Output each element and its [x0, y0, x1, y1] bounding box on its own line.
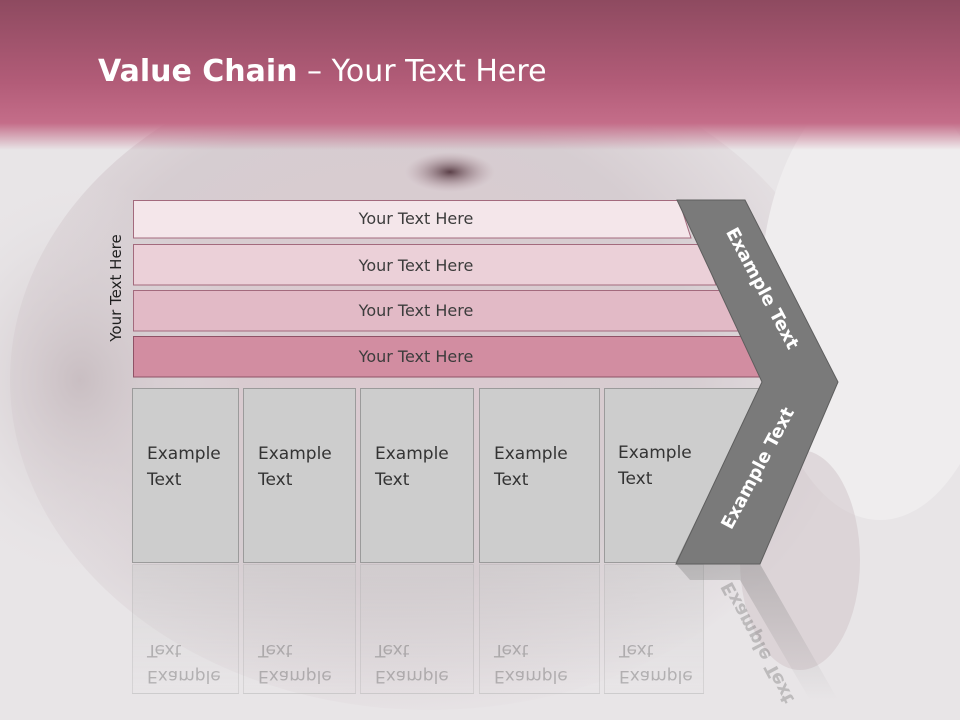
title-banner: Value Chain – Your Text Here	[0, 0, 960, 150]
title-bold: Value Chain	[98, 54, 298, 89]
support-bar-2-label: Your Text Here	[358, 256, 474, 275]
primary-box-3: Example Text	[360, 388, 474, 563]
chevron-reflection	[676, 564, 838, 700]
primary-box-4-text: Example Text	[494, 444, 568, 490]
primary-box-1-text: Example Text	[147, 444, 221, 490]
slide-title: Value Chain – Your Text Here	[98, 54, 547, 89]
primary-box-1: Example Text	[132, 388, 239, 563]
support-bar-3-label: Your Text Here	[358, 301, 474, 320]
reflection-4: Example Text	[479, 564, 600, 694]
primary-box-2-text: Example Text	[258, 444, 332, 490]
reflection-3: Example Text	[360, 564, 474, 694]
reflection-1: Example Text	[132, 564, 239, 694]
reflection-2: Example Text	[243, 564, 356, 694]
support-bar-1-label: Your Text Here	[358, 209, 474, 228]
primary-box-2: Example Text	[243, 388, 356, 563]
reflection-5: Example Text	[604, 564, 704, 694]
primary-box-3-text: Example Text	[375, 444, 449, 490]
support-bar-4-label: Your Text Here	[358, 347, 474, 366]
chevron-shape	[675, 199, 839, 565]
support-bar-1-shape	[133, 200, 692, 239]
primary-box-5-text: Example Text	[618, 443, 692, 489]
primary-box-5: Example Text	[604, 388, 764, 563]
title-rest: – Your Text Here	[297, 54, 547, 89]
primary-box-4: Example Text	[479, 388, 600, 563]
